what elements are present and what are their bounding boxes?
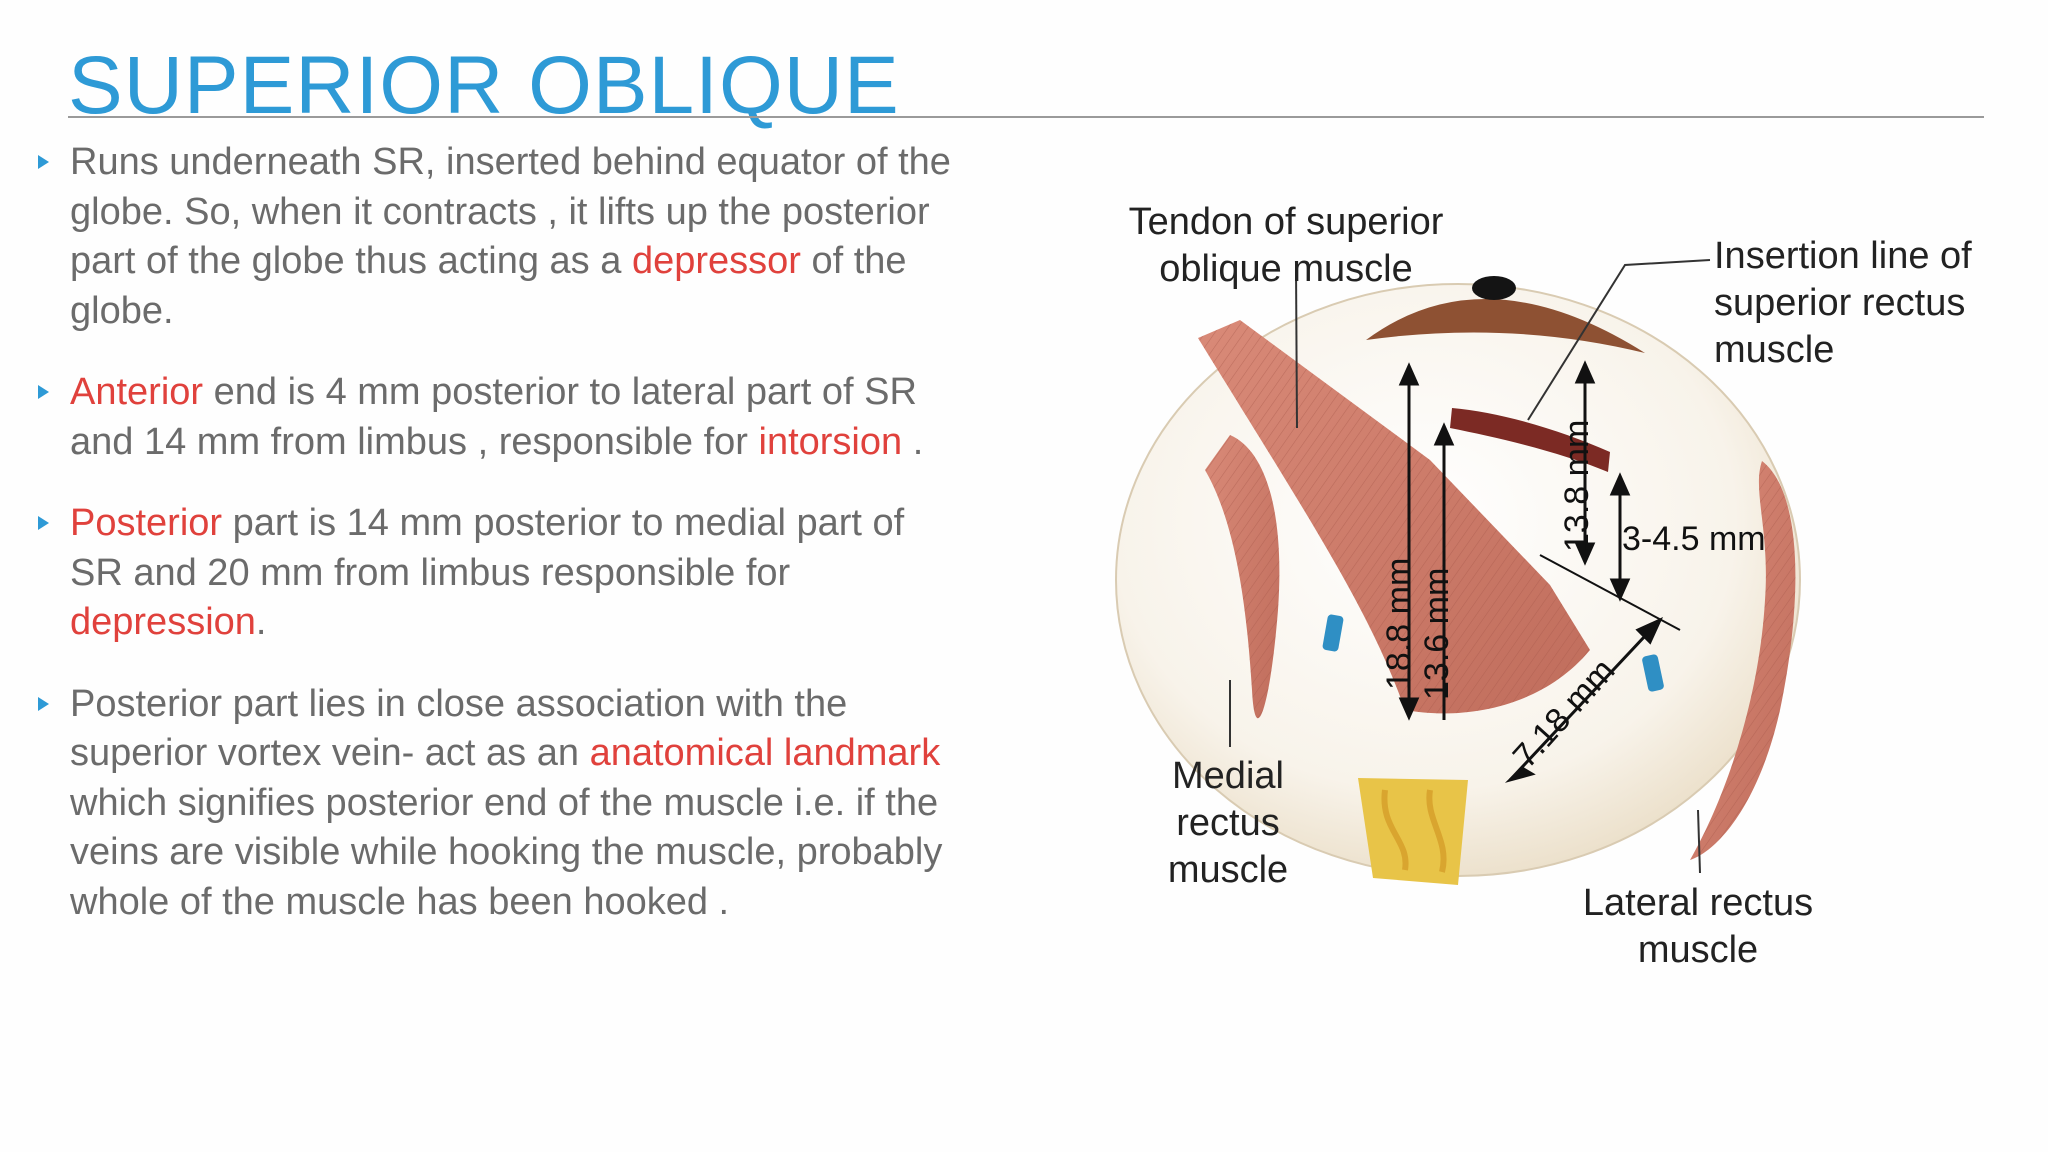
bullet-item: Runs underneath SR, inserted behind equa… [36, 138, 1046, 336]
bullet-text: veins are visible while hooking the musc… [70, 831, 943, 873]
bullet-line: part of the globe thus acting as a depre… [70, 237, 1046, 287]
bullet-text: end is 4 mm posterior to lateral part of… [203, 371, 917, 413]
bullet-line: whole of the muscle has been hooked . [70, 878, 1046, 928]
pupil [1472, 276, 1516, 300]
slide-title: SUPERIOR OBLIQUE [68, 40, 900, 131]
label-tendon-line1: Tendon of superior [1129, 201, 1444, 243]
label-tendon-line2: oblique muscle [1159, 248, 1412, 290]
bullet-text: Runs underneath SR, inserted behind equa… [70, 141, 951, 183]
bullet-text: globe. [70, 289, 174, 332]
highlight-term: anatomical landmark [589, 732, 941, 774]
highlight-term: depressor [631, 240, 801, 282]
measure-13-8: 13.8 mm [1558, 420, 1596, 552]
highlight-term: intorsion [758, 420, 903, 463]
bullet-item: Posterior part is 14 mm posterior to med… [36, 499, 1046, 648]
leader-lines [1229, 259, 1711, 874]
highlight-term: depression [70, 601, 256, 643]
cornea [1366, 299, 1645, 353]
bullet-line: and 14 mm from limbus , responsible for … [70, 418, 1046, 468]
bullet-text: superior vortex vein- act as an [70, 732, 590, 774]
bullet-arrow-icon [38, 155, 49, 169]
bullet-text: SR and 20 mm from limbus responsible for [70, 551, 791, 594]
highlight-term: Posterior [70, 502, 223, 544]
bullet-line: Posterior part lies in close association… [70, 680, 1046, 730]
optic-nerve [1358, 778, 1468, 885]
bullet-arrow-icon [38, 696, 49, 711]
label-insertion-line2: superior rectus [1714, 282, 1965, 324]
bullet-line: SR and 20 mm from limbus responsible for [70, 549, 1046, 599]
label-insertion-line1: Insertion line of [1714, 235, 1972, 277]
bullet-line: veins are visible while hooking the musc… [70, 828, 1046, 878]
vortex-vein-lateral [1642, 654, 1664, 692]
measure-18-8: 18.8 mm [1380, 558, 1418, 690]
bullet-text: globe. So, when it contracts , it lifts … [70, 190, 930, 233]
bullet-text: and 14 mm from limbus , responsible for [70, 420, 759, 463]
bullet-line: Posterior part is 14 mm posterior to med… [70, 499, 1046, 549]
bullet-text: Posterior part lies in close association… [70, 682, 848, 725]
bullet-list: Runs underneath SR, inserted behind equa… [36, 138, 1046, 959]
bullet-arrow-icon [38, 385, 49, 399]
measure-13-6: 13.6 mm [1418, 568, 1456, 700]
label-lateral-line2: muscle [1638, 929, 1758, 971]
bullet-item: Anterior end is 4 mm posterior to latera… [36, 368, 1046, 467]
bullet-text: which signifies posterior end of the mus… [70, 781, 939, 824]
bullet-line: globe. [70, 287, 1046, 337]
bullet-text: of the [800, 240, 907, 282]
bullet-item: Posterior part lies in close association… [36, 680, 1046, 928]
bullet-line: superior vortex vein- act as an anatomic… [70, 729, 1046, 779]
label-lateral-line1: Lateral rectus [1583, 882, 1813, 924]
highlight-term: Anterior [70, 371, 204, 413]
bullet-arrow-icon [38, 516, 49, 530]
measure-3-4-5: 3-4.5 mm [1622, 520, 1766, 558]
label-insertion-line3: muscle [1714, 329, 1834, 371]
bullet-text: . [255, 601, 267, 643]
bullet-line: Runs underneath SR, inserted behind equa… [70, 138, 1046, 188]
sr-insertion-line [1450, 408, 1610, 472]
label-medial-line2: rectus [1176, 802, 1279, 844]
label-medial-line1: Medial [1172, 755, 1284, 797]
label-medial-line3: muscle [1168, 849, 1288, 891]
eye-diagram-svg: Tendon of superior oblique muscle Insert… [1115, 201, 1972, 971]
eye-muscle-diagram: Tendon of superior oblique muscle Insert… [1080, 190, 2040, 990]
bullet-text: . [902, 420, 924, 463]
bullet-text: part is 14 mm posterior to medial part o… [222, 502, 905, 544]
bullet-text: whole of the muscle has been hooked . [70, 880, 730, 923]
vortex-vein-medial [1322, 614, 1344, 652]
bullet-line: Anterior end is 4 mm posterior to latera… [70, 368, 1046, 418]
bullet-text: part of the globe thus acting as a [70, 240, 632, 282]
bullet-line: which signifies posterior end of the mus… [70, 779, 1046, 829]
dimension-lines [1398, 360, 1681, 783]
title-divider [68, 116, 1984, 118]
bullet-line: globe. So, when it contracts , it lifts … [70, 188, 1046, 238]
bullet-line: depression. [70, 598, 1046, 648]
